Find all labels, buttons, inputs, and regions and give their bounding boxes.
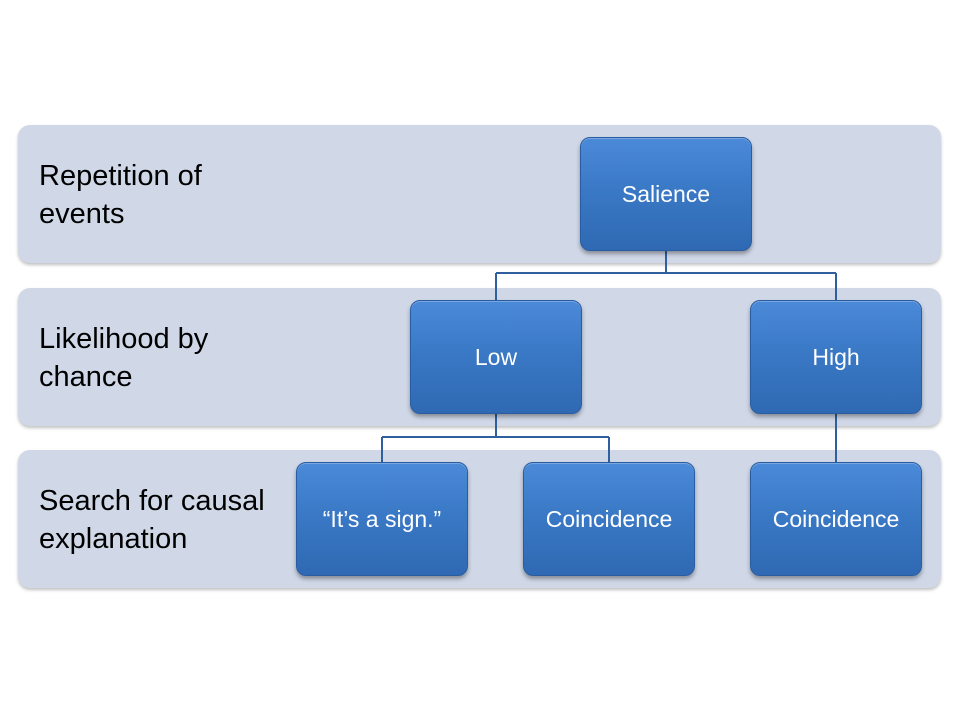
node-sign: “It’s a sign.” bbox=[296, 462, 468, 576]
node-coincidence-high: Coincidence bbox=[750, 462, 922, 576]
row-label-search: Search for causal explanation bbox=[39, 485, 265, 555]
node-high: High bbox=[750, 300, 922, 414]
node-salience: Salience bbox=[580, 137, 752, 251]
row-band-repetition: Repetition of events bbox=[18, 125, 941, 263]
row-label-repetition: Repetition of events bbox=[39, 160, 202, 230]
node-coincidence-low: Coincidence bbox=[523, 462, 695, 576]
connector-low-children bbox=[381, 414, 610, 462]
connector-salience-children bbox=[495, 251, 837, 300]
row-label-likelihood: Likelihood by chance bbox=[39, 323, 209, 393]
node-low: Low bbox=[410, 300, 582, 414]
